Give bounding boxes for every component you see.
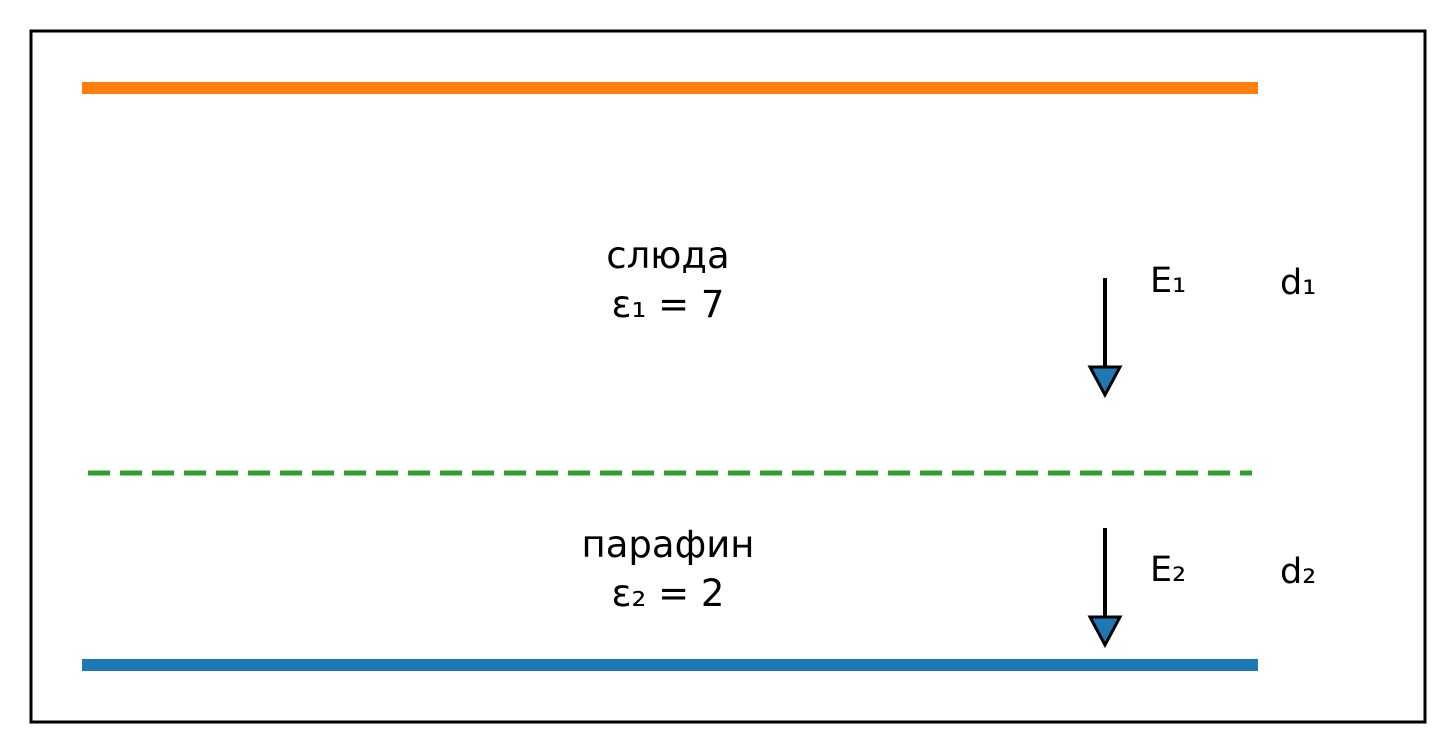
diagram-frame — [29, 29, 1427, 724]
layer1-permittivity-label: ε₁ = 7 — [612, 283, 725, 326]
field-arrow-e2 — [1087, 528, 1123, 649]
field-arrow-e2-head — [1087, 615, 1123, 649]
thickness-label-d1: d₁ — [1280, 263, 1316, 303]
layer1-material-label: слюда — [606, 234, 729, 277]
layer2-permittivity-label: ε₂ = 2 — [612, 572, 725, 615]
field-arrow-e1 — [1087, 278, 1123, 399]
layer2-material-label: парафин — [582, 523, 755, 566]
field-label-e1: E₁ — [1150, 261, 1186, 301]
field-label-e2: E₂ — [1150, 550, 1186, 590]
thickness-label-d2: d₂ — [1280, 552, 1316, 592]
field-arrow-e1-head — [1087, 365, 1123, 399]
